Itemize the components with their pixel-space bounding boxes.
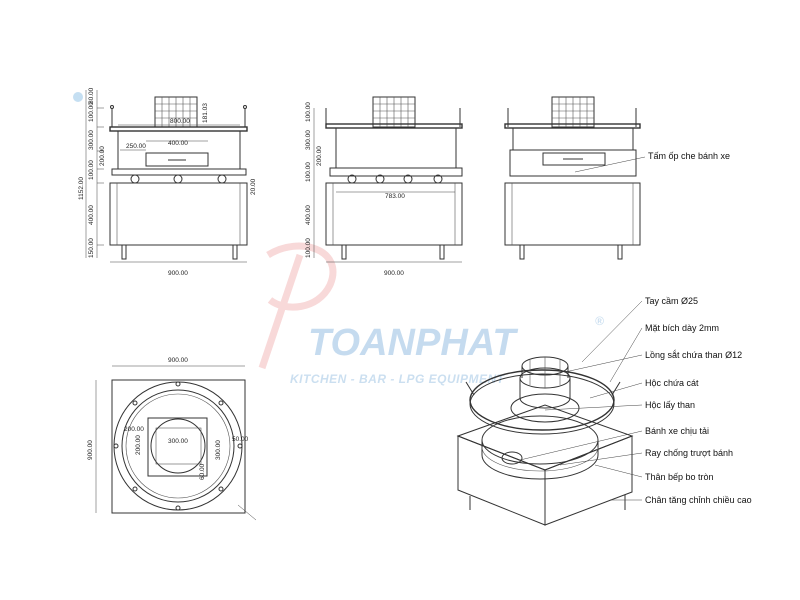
iso-wheel [501, 451, 523, 465]
top-outer-ring [113, 381, 243, 511]
dim-text: 900.00 [168, 270, 188, 277]
callout-label: Lồng sắt chứa than Ø12 [645, 350, 742, 360]
iso-base-front [457, 435, 546, 526]
iso-base-side [544, 435, 633, 526]
callout-label: Mặt bích dày 2mm [645, 323, 719, 333]
dim-text: 100.00 [305, 238, 312, 258]
front-wheel [130, 174, 140, 184]
wheel-cover-panel [509, 149, 637, 177]
dim-text: 20.00 [250, 178, 257, 195]
dim-text: 200.00 [135, 435, 142, 455]
callout-label: Thân bếp bo tròn [645, 472, 714, 482]
front-base [109, 182, 248, 246]
dim-text: 150.00 [88, 238, 95, 258]
dim-text: 50.00 [232, 436, 249, 443]
side-upper-body [335, 127, 457, 169]
front-wheel [217, 174, 227, 184]
dim-text: 100.00 [88, 102, 95, 122]
dim-text: 800.00 [170, 118, 190, 125]
watermark: TOANPHAT ® KITCHEN - BAR - LPG EQUIPMENT [258, 242, 604, 386]
front-wheel [173, 174, 183, 184]
dim-text: 300.00 [305, 130, 312, 150]
front-view: 80.00 100.00 300.00 200.00 100.00 1152.0… [73, 87, 257, 277]
side-base [325, 182, 463, 246]
watermark-brand: TOANPHAT [308, 322, 518, 364]
top-frame [111, 379, 246, 514]
dim-text: 400.00 [88, 205, 95, 225]
back-base [504, 182, 641, 246]
dim-text: 181.03 [202, 103, 209, 123]
dim-text: 200.00 [124, 426, 144, 433]
callout-label: Chân tăng chỉnh chiều cao [645, 495, 752, 505]
dim-text: 100.00 [305, 102, 312, 122]
dim-text: 900.00 [168, 357, 188, 364]
dim-text: 80.00 [88, 87, 95, 104]
watermark-logo [258, 242, 337, 370]
watermark-registered: ® [595, 314, 604, 328]
dim-text: 300.00 [168, 438, 188, 445]
callout-label: Bánh xe chịu tải [645, 426, 709, 436]
blue-marker-icon [73, 92, 83, 102]
dim-text: 250.00 [126, 143, 146, 150]
isometric-view: Tay cầm Ø25 Mặt bích dày 2mm Lồng sắt ch… [456, 296, 752, 526]
callout-label: Ray chống trượt bánh [645, 448, 733, 458]
dim-text: 100.00 [88, 160, 95, 180]
dim-text: 900.00 [87, 440, 94, 460]
front-drawer [145, 152, 209, 167]
back-view: Tấm ốp che bánh xe [504, 96, 730, 260]
dim-text: 60.00 [199, 463, 206, 480]
dim-text: 200.00 [99, 146, 106, 166]
dim-text: 1152.00 [78, 177, 85, 200]
dim-text: 400.00 [305, 205, 312, 225]
dim-text: 900.00 [384, 270, 404, 277]
dim-text: 100.00 [305, 162, 312, 182]
dim-text: 300.00 [88, 130, 95, 150]
callout-label: Hộc lấy than [645, 400, 695, 410]
iso-flange [469, 369, 615, 431]
dim-text: 783.00 [385, 193, 405, 200]
dim-text: 300.00 [215, 440, 222, 460]
dim-text: 200.00 [316, 146, 323, 166]
callout-label: Hộc chứa cát [645, 378, 699, 388]
top-view: 900.00 900.00 200.00 300.00 300.00 50.00… [87, 357, 257, 521]
callout-label: Tay cầm Ø25 [645, 296, 698, 306]
dim-text: 400.00 [168, 140, 188, 147]
side-view: 100.00 300.00 200.00 100.00 400.00 100.0… [305, 96, 463, 277]
watermark-tagline: KITCHEN - BAR - LPG EQUIPMENT [290, 372, 506, 386]
wheel-cover-label: Tấm ốp che bánh xe [648, 151, 730, 161]
